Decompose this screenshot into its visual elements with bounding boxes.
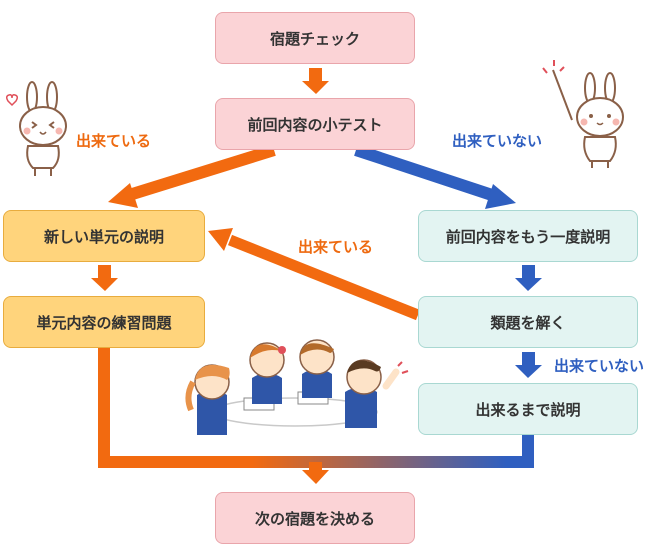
decide-next-homework-box: 次の宿題を決める (215, 492, 415, 544)
re-explain-previous-box: 前回内容をもう一度説明 (418, 210, 638, 262)
label-not-understood-top: 出来ていない (452, 132, 543, 150)
label-understood-left: 出来ている (76, 132, 152, 150)
arrow-similar-to-explain (515, 352, 542, 378)
arrow-similar-to-new-unit (208, 228, 421, 321)
label-understood-middle: 出来ている (298, 238, 374, 256)
arrow-new-to-practice (91, 265, 118, 291)
students-studying-illustration (185, 339, 409, 435)
unit-practice-box: 単元内容の練習問題 (3, 296, 205, 348)
label-not-understood-right: 出来ていない (554, 357, 645, 375)
solve-similar-box: 類題を解く (418, 296, 638, 348)
arrow-test-to-new-unit (108, 144, 276, 208)
arrow-check-to-test (302, 68, 329, 94)
explain-until-understood-box: 出来るまで説明 (418, 383, 638, 435)
bunny-pointer-illustration (542, 60, 624, 168)
new-unit-explanation-box: 新しい単元の説明 (3, 210, 205, 262)
arrow-test-to-reexplain (354, 144, 516, 209)
review-test-box: 前回内容の小テスト (215, 98, 415, 150)
merge-path (98, 348, 534, 484)
arrow-reexplain-to-similar (515, 265, 542, 291)
homework-check-box: 宿題チェック (215, 12, 415, 64)
bunny-happy-illustration (5, 81, 67, 176)
